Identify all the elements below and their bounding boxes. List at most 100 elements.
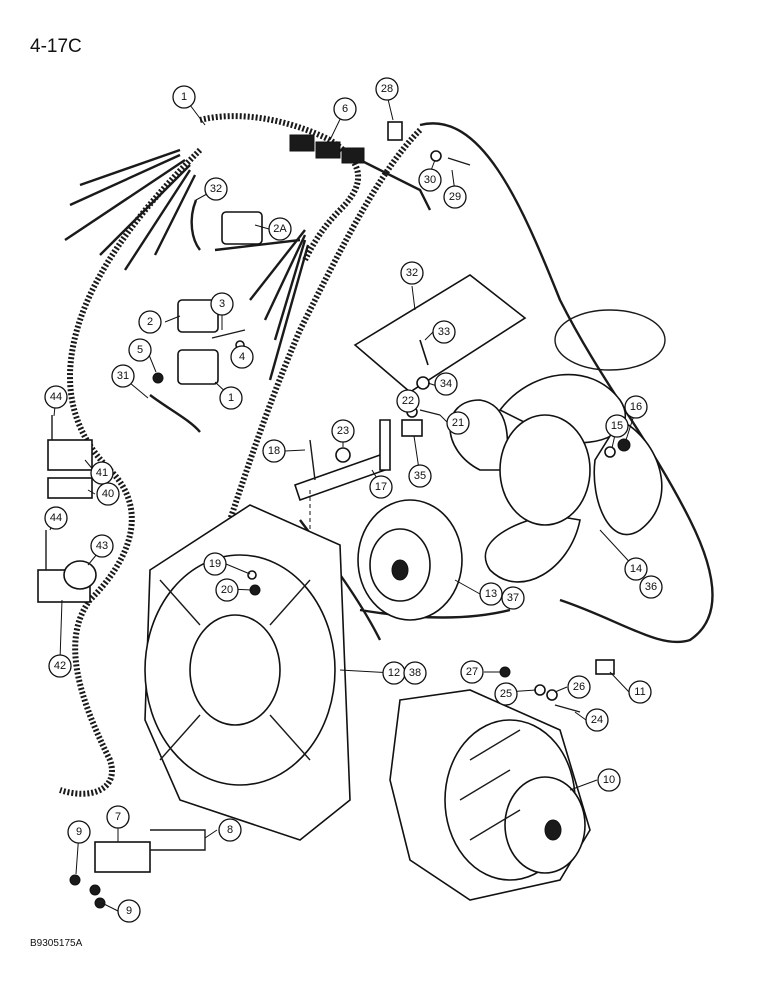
fan-14 [449,373,663,583]
svg-text:8: 8 [227,824,233,836]
svg-text:36: 36 [645,581,657,593]
svg-text:1: 1 [228,392,234,404]
svg-text:30: 30 [424,174,436,186]
svg-text:7: 7 [115,811,121,823]
connector-6b [315,141,341,159]
callout-27: 35 [408,464,432,488]
svg-text:38: 38 [409,667,421,679]
page-label: 4-17C [30,36,82,57]
svg-text:32: 32 [406,267,418,279]
callout-16: 44 [44,506,68,530]
callout-8: 3 [210,292,234,316]
washer-30 [430,150,442,162]
harness-branches [64,148,432,381]
callout-42: 11 [628,680,652,704]
callout-26: 17 [369,475,393,499]
svg-text:9: 9 [126,905,132,917]
relay-2 [177,299,219,333]
svg-text:3: 3 [219,298,225,310]
svg-text:9: 9 [76,826,82,838]
svg-text:26: 26 [573,681,585,693]
drawing-code: B9305175A [30,938,83,949]
callout-43: 10 [597,768,621,792]
nut-5 [152,372,164,384]
svg-text:42: 42 [54,660,66,672]
svg-text:18: 18 [268,445,280,457]
callout-17: 43 [90,534,114,558]
strap-32 [190,199,201,251]
nut-9c [94,897,106,909]
callout-37: 38 [403,661,427,685]
svg-text:20: 20 [221,584,233,596]
svg-text:28: 28 [381,83,393,95]
svg-text:16: 16 [630,401,642,413]
svg-text:5: 5 [137,344,143,356]
svg-text:29: 29 [449,191,461,203]
relay-2a [221,211,263,245]
svg-text:25: 25 [500,688,512,700]
callout-40: 26 [567,675,591,699]
svg-text:10: 10 [603,774,615,786]
callout-9: 5 [128,338,152,362]
fan-shroud-12 [144,504,351,841]
nut-9b [89,884,101,896]
svg-text:11: 11 [634,686,645,698]
callout-14: 41 [90,461,114,485]
callout-32: 19 [203,552,227,576]
svg-text:6: 6 [342,103,348,115]
callout-24: 18 [262,439,286,463]
connector-6c [341,147,365,164]
svg-text:13: 13 [485,588,497,600]
callout-36: 12 [382,661,406,685]
nut-9a [69,874,81,886]
callout-35: 37 [501,586,525,610]
switch-7 [94,841,151,873]
callout-46: 9 [67,820,91,844]
bracket-41 [47,439,93,471]
svg-text:4: 4 [239,351,245,363]
wire-loop [554,309,666,371]
svg-text:19: 19 [209,558,221,570]
svg-text:17: 17 [375,481,387,493]
alternator-10 [389,689,591,901]
callout-3: 30 [418,168,442,192]
callout-21: 34 [434,372,458,396]
callout-5: 32 [204,177,228,201]
svg-text:21: 21 [452,417,464,429]
callout-1: 6 [333,97,357,121]
callout-15: 40 [96,482,120,506]
svg-text:14: 14 [630,563,642,575]
nut-27 [499,666,511,678]
callout-31: 36 [639,575,663,599]
washer-25 [534,684,546,696]
bolt-29 [447,157,471,166]
svg-text:2: 2 [147,316,153,328]
svg-text:32: 32 [210,183,222,195]
bracket-28 [387,121,403,141]
callout-41: 24 [585,708,609,732]
callout-47: 9 [117,899,141,923]
callout-12: 31 [111,364,135,388]
relay-socket [177,349,219,385]
svg-text:1: 1 [181,91,187,103]
fan-motor-13 [357,499,463,621]
callout-45: 8 [218,818,242,842]
callout-22: 22 [396,389,420,413]
bracket-17-upright [379,419,391,471]
screw-19 [247,570,257,580]
callout-34: 13 [479,582,503,606]
screw-3 [211,329,246,339]
svg-text:35: 35 [414,470,426,482]
clip-35 [401,419,423,437]
nut-16 [617,438,631,452]
callout-25: 23 [331,419,355,443]
washer-26 [546,689,558,701]
svg-text:22: 22 [402,395,414,407]
callout-2: 28 [375,77,399,101]
callout-13: 44 [44,385,68,409]
callout-4: 29 [443,185,467,209]
callout-6: 2A [268,217,292,241]
svg-text:40: 40 [102,488,114,500]
callout-7: 2 [138,310,162,334]
